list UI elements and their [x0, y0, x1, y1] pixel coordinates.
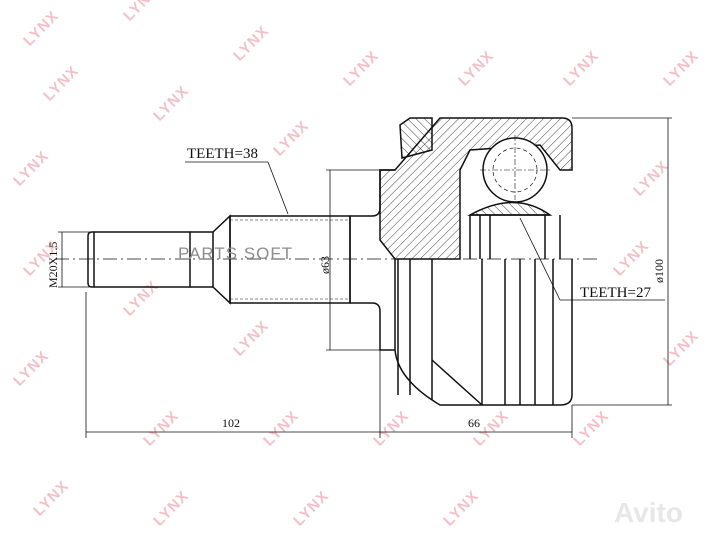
teeth-inner-label: TEETH=27 [580, 285, 651, 301]
length-shaft-label: 102 [222, 416, 240, 430]
avito-logo: Avito [614, 497, 683, 528]
teeth-shaft-label: TEETH=38 [187, 146, 258, 162]
length-body-label: 66 [468, 416, 480, 430]
abs-ring [399, 117, 433, 159]
dia-outer-label: ø100 [652, 259, 666, 283]
outer-housing-lower [394, 259, 573, 406]
thread-label: M20X1.5 [46, 241, 60, 288]
parts-soft-watermark: PARTS SOFT [178, 244, 294, 263]
dia-shaft-label: ø63 [318, 256, 332, 274]
threaded-end [87, 231, 191, 288]
outer-housing-section [379, 117, 573, 260]
